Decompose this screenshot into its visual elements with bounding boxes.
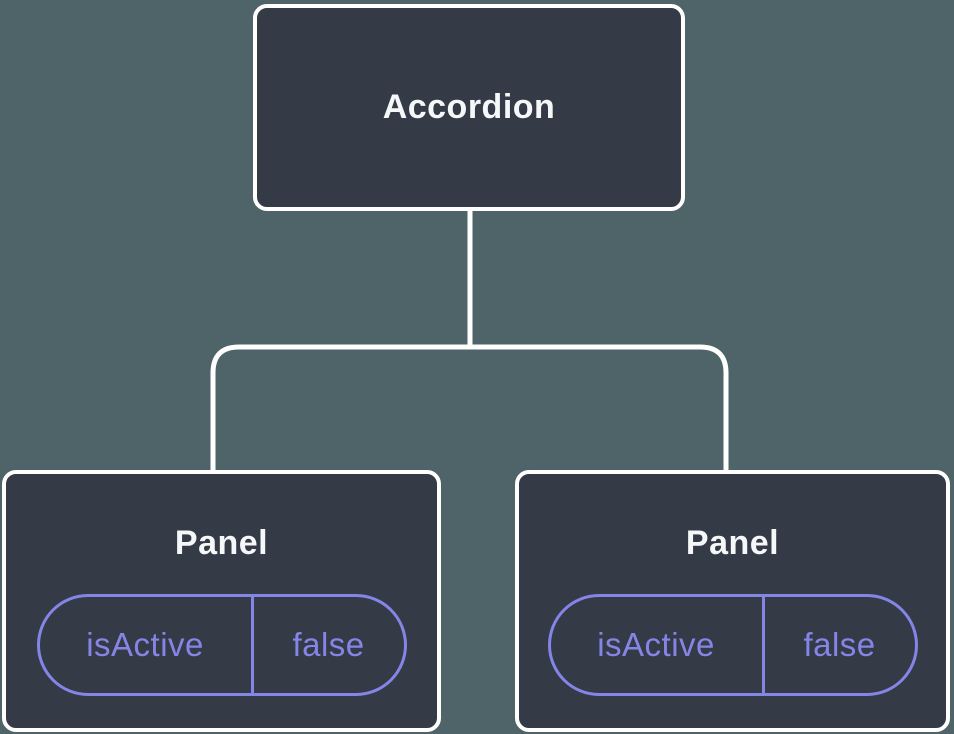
node-label-panel-right: Panel: [685, 524, 780, 562]
state-pill-left: isActive false: [36, 594, 407, 696]
tree-node-accordion: Accordion: [253, 4, 685, 211]
state-pill-right: isActive false: [547, 594, 918, 696]
state-value-left: false: [250, 597, 404, 693]
connector-branch: [210, 344, 729, 470]
state-value-right: false: [761, 597, 915, 693]
node-label-panel-left: Panel: [174, 524, 269, 562]
node-label-accordion: Accordion: [382, 88, 556, 126]
state-name-right: isActive: [597, 626, 715, 663]
state-name-left: isActive: [86, 626, 204, 663]
tree-node-panel-left: Panel isActive false: [2, 470, 441, 732]
tree-node-panel-right: Panel isActive false: [515, 470, 950, 732]
